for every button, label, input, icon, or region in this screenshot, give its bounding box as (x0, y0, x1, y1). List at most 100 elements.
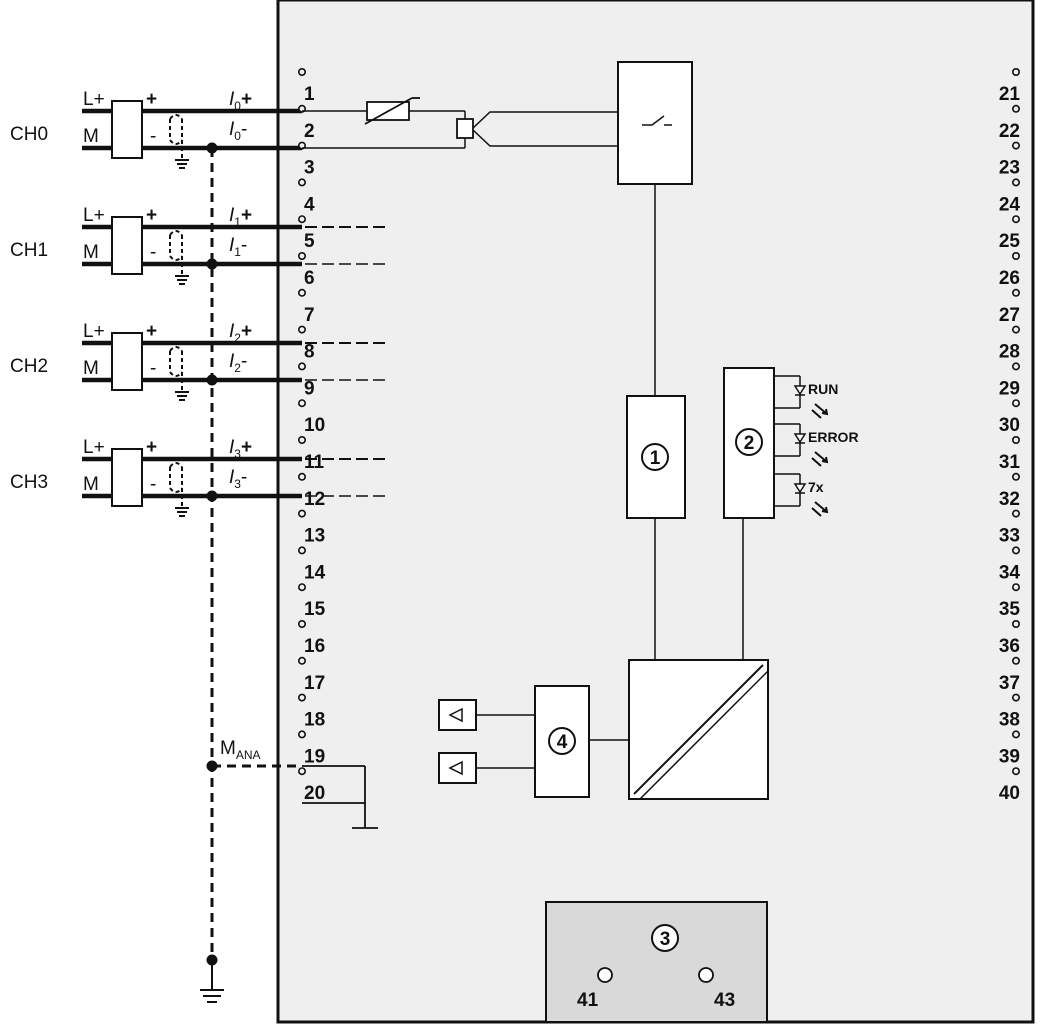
switch-icon (642, 115, 672, 126)
minus-sign: - (150, 358, 156, 379)
buffer-box (438, 699, 477, 731)
input-plus-label: I1+ (229, 205, 252, 229)
terminal-point (1011, 730, 1020, 739)
m-ana-label: MANA (220, 738, 261, 762)
led-error: ERROR (774, 423, 859, 467)
adc-diagonal (639, 670, 769, 800)
terminal-number-30: 30 (999, 415, 1020, 436)
terminal-number-10: 10 (304, 415, 325, 436)
terminal-number-8: 8 (304, 342, 315, 363)
block-4-number: 4 (557, 732, 568, 753)
channel-label-ch2: CH2 (10, 356, 48, 377)
m-ana-junction (206, 760, 218, 772)
shield-mark (169, 230, 183, 261)
terminal-point (297, 399, 306, 408)
block-3 (545, 901, 768, 1023)
block-4-circle (548, 727, 576, 755)
terminal-point (1011, 362, 1020, 371)
plus-sign: + (146, 89, 157, 110)
block-2-number: 2 (744, 433, 755, 454)
terminal-point (297, 68, 306, 77)
transducer-box (111, 332, 143, 391)
shield-ground-icon (175, 275, 189, 285)
input-minus-label: I2- (229, 351, 247, 375)
terminal-number-9: 9 (304, 378, 315, 399)
block-1-circle (641, 443, 669, 471)
terminal-41-point (597, 967, 613, 983)
channel-ch3 (82, 448, 385, 517)
terminal-number-37: 37 (999, 673, 1020, 694)
terminal-point (1011, 215, 1020, 224)
plus-sign: + (146, 437, 157, 458)
terminal-number-3: 3 (304, 158, 315, 179)
label-layer: CH0L+M+-I0+I0-CH1L+M+-I1+I1-CH2L+M+-I2+I… (10, 89, 261, 762)
terminal-point (1011, 68, 1020, 77)
led-diode-icon (793, 483, 807, 494)
channel-label-ch0: CH0 (10, 124, 48, 145)
terminal-point (1011, 656, 1020, 665)
terminal-number-18: 18 (304, 710, 325, 731)
terminal-point (297, 693, 306, 702)
terminal-point (1011, 141, 1020, 150)
terminal-point (1011, 178, 1020, 187)
input-minus-label: I3- (229, 467, 247, 491)
terminal-point (1011, 399, 1020, 408)
terminal-number-12: 12 (304, 489, 325, 510)
lplus-label: L+ (83, 205, 105, 226)
shield-mark (169, 346, 183, 377)
led-7x: 7x (774, 473, 829, 517)
channel-label-ch3: CH3 (10, 472, 48, 493)
terminal-point (1011, 435, 1020, 444)
terminal-point (297, 288, 306, 297)
plus-sign: + (146, 321, 157, 342)
led-diode-icon (793, 385, 807, 396)
terminal-number-29: 29 (999, 378, 1020, 399)
led-arrow-icon (811, 501, 829, 517)
terminal-point (297, 141, 306, 150)
terminal-number-34: 34 (999, 562, 1021, 583)
led-arrow-icon (811, 403, 829, 419)
terminal-number-39: 39 (999, 746, 1020, 767)
terminal-point (297, 619, 306, 628)
adc-diagonal (633, 664, 764, 795)
buffer-triangle-icon (448, 760, 463, 776)
terminal-point (1011, 693, 1020, 702)
terminal-point (1011, 583, 1020, 592)
terminal-43-point (698, 967, 714, 983)
plus-sign: + (146, 205, 157, 226)
terminal-point (1011, 252, 1020, 261)
shield-ground-icon (175, 507, 189, 517)
m-label: M (83, 126, 99, 147)
m-label: M (83, 358, 99, 379)
terminal-point (1011, 546, 1020, 555)
terminal-number-31: 31 (999, 452, 1021, 473)
channel-ch2 (82, 332, 385, 401)
minus-sign: - (150, 126, 156, 147)
shield-mark (169, 114, 183, 145)
buffer-box (438, 752, 477, 784)
terminal-number-21: 21 (999, 84, 1021, 105)
led-run: RUN (774, 375, 838, 419)
terminal-point (1011, 472, 1020, 481)
terminal-number-14: 14 (304, 562, 326, 583)
block-2-circle (735, 428, 763, 456)
terminal-number-4: 4 (304, 194, 315, 215)
input-plus-label: I2+ (229, 321, 252, 345)
terminal-point (1011, 767, 1020, 776)
terminal-point (1011, 288, 1020, 297)
input-plus-label: I0+ (229, 89, 252, 113)
shield-mark (169, 462, 183, 493)
m-label: M (83, 474, 99, 495)
input-minus-label: I0- (229, 119, 247, 143)
terminal-number-36: 36 (999, 636, 1020, 657)
terminal-number-35: 35 (999, 599, 1021, 620)
transducer-box (111, 216, 143, 275)
block-3-circle (651, 924, 679, 952)
transducer-box (111, 448, 143, 507)
terminal-number-11: 11 (304, 452, 325, 473)
channel-label-ch1: CH1 (10, 240, 48, 261)
input-plus-label: I3+ (229, 437, 252, 461)
transducer-box (111, 100, 143, 159)
terminal-number-17: 17 (304, 673, 325, 694)
